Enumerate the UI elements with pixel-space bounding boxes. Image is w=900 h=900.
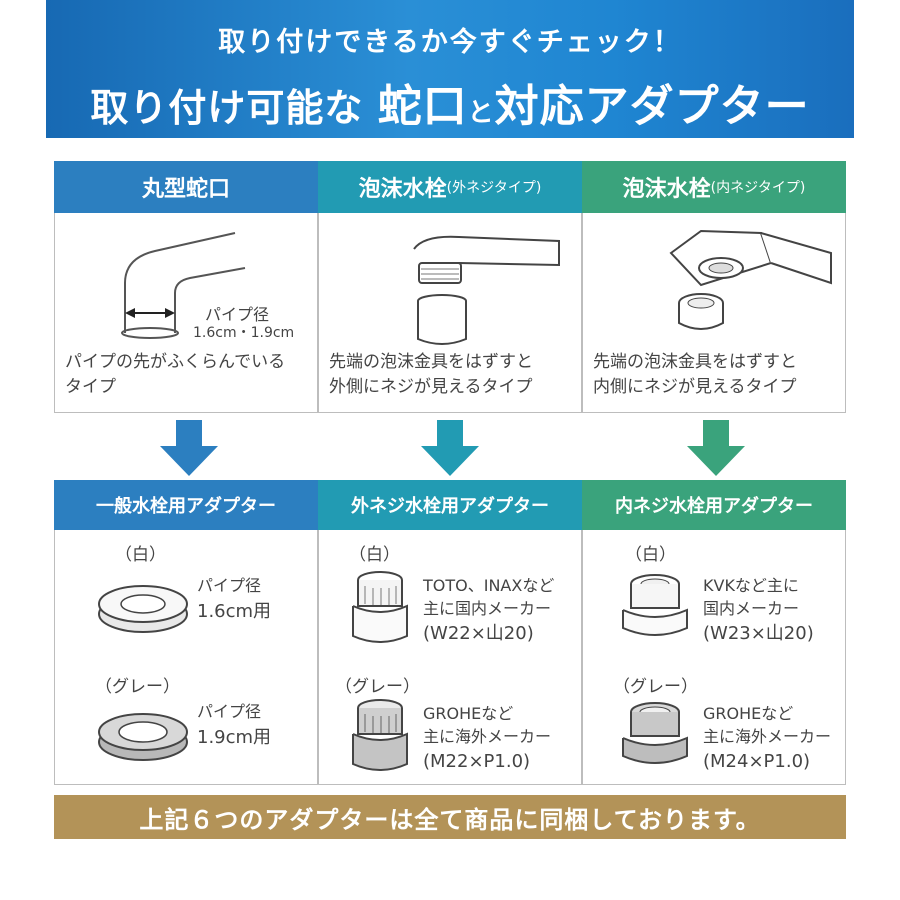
pipe-label: パイプ径 xyxy=(205,305,270,324)
threaded-adapter-white-illustration xyxy=(352,571,408,643)
arrow-down-icon xyxy=(421,420,479,476)
faucet-subtitle: (外ネジタイプ) xyxy=(446,180,542,196)
adapter-color-gray: （グレー） xyxy=(335,677,420,697)
pipe-size: 1.6cm・1.9cm xyxy=(193,325,295,341)
ring-adapter-gray-illustration xyxy=(98,713,188,761)
banner-text-d: 対応アダプター xyxy=(494,81,810,132)
adapter-header-internal: 内ネジ水栓用アダプター xyxy=(582,480,846,530)
faucet-title: 泡沫水栓 xyxy=(622,177,711,202)
faucet-header-internal: 泡沫水栓(内ネジタイプ) xyxy=(582,161,846,213)
faucet-panel-round: パイプ径 1.6cm・1.9cm パイプの先がふくらんでいる タイプ xyxy=(54,213,318,413)
banner-line1: 取り付けできるか今すぐチェック！ xyxy=(218,27,682,58)
faucet-desc-line2: 外側にネジが見えるタイプ xyxy=(329,377,533,397)
adapter-line2: 主に海外メーカー xyxy=(703,727,832,746)
adapter-panel-general: （白） パイプ径 1.6cm用 （グレー） パイプ径 1.9cm用 xyxy=(54,530,318,785)
faucet-subtitle: (内ネジタイプ) xyxy=(710,180,806,196)
adapter-color-white: （白） xyxy=(625,545,676,565)
adapter-line2: 国内メーカー xyxy=(703,599,800,618)
adapter-line3: (M22×P1.0) xyxy=(423,751,531,772)
faucet-title: 丸型蛇口 xyxy=(141,177,230,202)
header-banner: 取り付けできるか今すぐチェック！ 取り付け可能な 蛇口と対応アダプター xyxy=(46,0,854,138)
faucet-desc-line2: タイプ xyxy=(65,377,116,397)
adapter-line2: 主に国内メーカー xyxy=(423,599,552,618)
faucet-desc-line2: 内側にネジが見えるタイプ xyxy=(593,377,797,397)
adapter-color-white: （白） xyxy=(115,545,166,565)
faucet-panel-internal: 先端の泡沫金具をはずすと 内側にネジが見えるタイプ xyxy=(582,213,846,413)
faucet-header-external: 泡沫水栓(外ネジタイプ) xyxy=(318,161,582,213)
cylinder-adapter-white-illustration xyxy=(622,574,688,636)
banner-text-a: 取り付け可能な xyxy=(90,86,364,130)
adapter-line2: 1.6cm用 xyxy=(197,601,272,622)
adapter-panel-external: （白） TOTO、INAXなど 主に国内メーカー (W22×山20) （グレー）… xyxy=(318,530,582,785)
faucet-desc-line1: 先端の泡沫金具をはずすと xyxy=(329,352,533,372)
arrow-down-icon xyxy=(687,420,745,476)
adapter-header-external: 外ネジ水栓用アダプター xyxy=(318,480,582,530)
faucet-panel-external: 先端の泡沫金具をはずすと 外側にネジが見えるタイプ xyxy=(318,213,582,413)
adapter-line1: TOTO、INAXなど xyxy=(423,576,555,595)
faucet-desc-line1: 先端の泡沫金具をはずすと xyxy=(593,352,797,372)
adapter-line1: パイプ径 xyxy=(197,576,262,595)
adapter-line1: KVKなど主に xyxy=(703,576,799,595)
ring-adapter-white-illustration xyxy=(98,585,188,633)
external-thread-faucet-illustration xyxy=(413,235,560,345)
adapter-color-gray: （グレー） xyxy=(613,677,698,697)
banner-text-c: と xyxy=(467,98,495,128)
faucet-header-round: 丸型蛇口 xyxy=(54,161,318,213)
adapter-line3: (W23×山20) xyxy=(703,623,814,644)
adapter-line3: (W22×山20) xyxy=(423,623,534,644)
arrow-down-icon xyxy=(160,420,218,476)
adapter-line3: (M24×P1.0) xyxy=(703,751,811,772)
banner-line2: 取り付け可能な 蛇口と対応アダプター xyxy=(46,70,854,134)
adapter-header-general: 一般水栓用アダプター xyxy=(54,480,318,530)
adapter-line1: GROHEなど xyxy=(423,704,514,723)
banner-text-b: 蛇口 xyxy=(377,81,468,132)
round-faucet-illustration xyxy=(121,232,246,339)
adapter-line2: 主に海外メーカー xyxy=(423,727,552,746)
threaded-adapter-gray-illustration xyxy=(352,699,408,771)
footer-note: 上記６つのアダプターは全て商品に同梱しております。 xyxy=(54,795,846,839)
cylinder-adapter-gray-illustration xyxy=(622,702,688,764)
faucet-desc-line1: パイプの先がふくらんでいる xyxy=(65,352,286,372)
adapter-panel-internal: （白） KVKなど主に 国内メーカー (W23×山20) （グレー） GROHE… xyxy=(582,530,846,785)
adapter-color-white: （白） xyxy=(349,545,400,565)
adapter-color-gray: （グレー） xyxy=(95,677,180,697)
adapter-line1: GROHEなど xyxy=(703,704,794,723)
adapter-line1: パイプ径 xyxy=(197,702,262,721)
internal-thread-faucet-illustration xyxy=(669,229,832,330)
faucet-title: 泡沫水栓 xyxy=(358,177,447,202)
adapter-line2: 1.9cm用 xyxy=(197,727,272,748)
